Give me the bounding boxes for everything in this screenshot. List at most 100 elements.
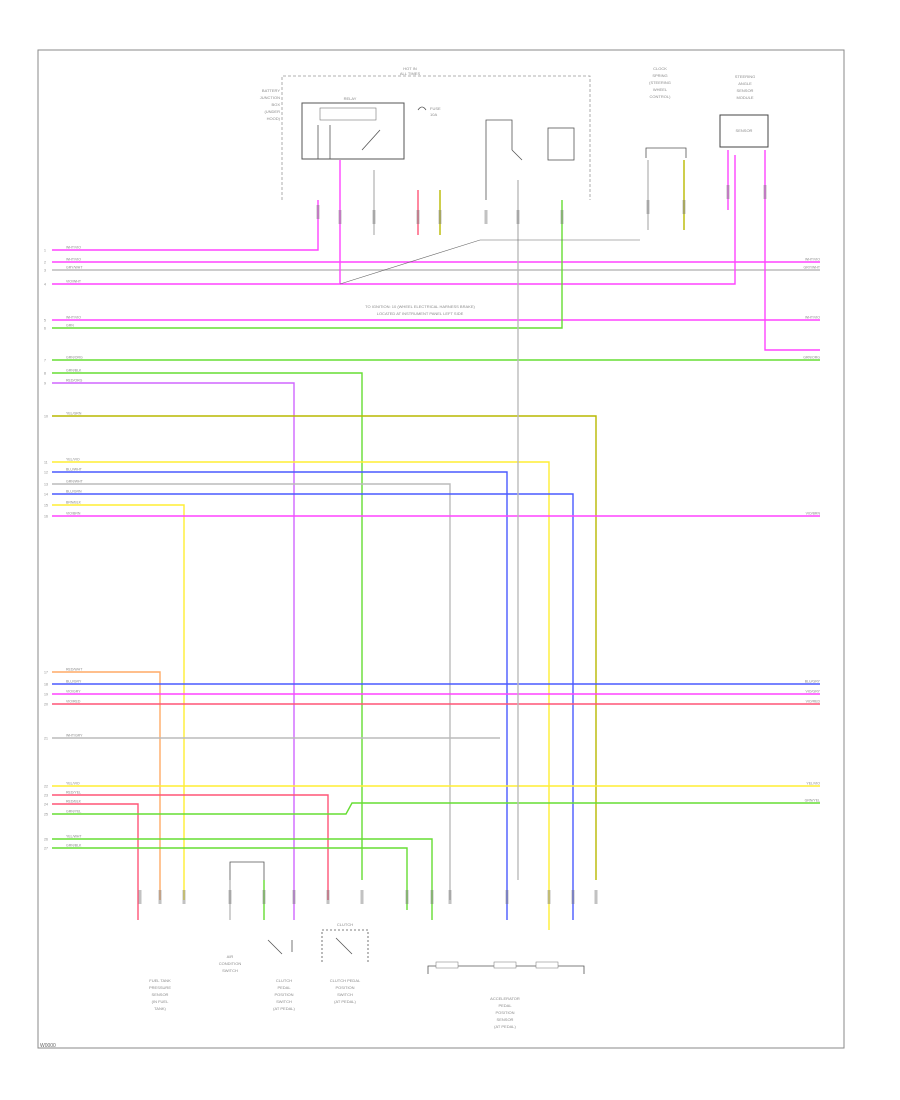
right-wire-label: GRN/YEL bbox=[805, 799, 820, 803]
wire-27 bbox=[52, 847, 408, 910]
left-wire-label: YEL/WHT bbox=[66, 835, 82, 839]
wire-24 bbox=[52, 803, 139, 920]
right-wire-label: YEL/VIO bbox=[806, 782, 820, 786]
sensor-box-label: SENSOR bbox=[736, 128, 753, 133]
wire-11 bbox=[52, 461, 550, 930]
hot-title-2: ALL TIMES bbox=[400, 71, 421, 76]
left-pin-number: 10 bbox=[44, 415, 48, 419]
clutch-pedal-switch-2-label: CLUTCH PEDAL POSITION SWITCH (AT PEDAL) bbox=[330, 978, 361, 1004]
steering-angle-sensor: SENSOR bbox=[719, 114, 769, 148]
left-wire-label: BLU/WHT bbox=[66, 468, 83, 472]
svg-text:PEDAL: PEDAL bbox=[498, 1003, 512, 1008]
left-wire-label: GRN/ORG bbox=[66, 356, 83, 360]
left-wire-label: BLU/GRN bbox=[66, 490, 82, 494]
svg-text:CLUTCH PEDAL: CLUTCH PEDAL bbox=[330, 978, 361, 983]
left-pin-number: 15 bbox=[44, 504, 48, 508]
svg-text:ACCELERATOR: ACCELERATOR bbox=[490, 996, 520, 1001]
svg-text:AIR: AIR bbox=[227, 954, 234, 959]
wire-23 bbox=[52, 794, 329, 900]
connector-tag bbox=[448, 890, 452, 904]
connector-tag bbox=[228, 890, 232, 904]
clock-spring-label: CLOCK SPRING (STEERING WHEEL CONTROL) bbox=[649, 66, 671, 99]
left-pin-number: 25 bbox=[44, 813, 48, 817]
clutch-pedal-switch-2: CLUTCH bbox=[321, 922, 369, 962]
wire-15 bbox=[52, 504, 185, 900]
svg-text:PEDAL: PEDAL bbox=[277, 985, 291, 990]
svg-text:(AT PEDAL): (AT PEDAL) bbox=[273, 1006, 295, 1011]
svg-text:(IN FUEL: (IN FUEL bbox=[152, 999, 169, 1004]
svg-text:BOX: BOX bbox=[272, 102, 281, 107]
connector-tag bbox=[505, 890, 509, 904]
left-pin-number: 24 bbox=[44, 803, 48, 807]
svg-text:SPRING: SPRING bbox=[652, 73, 667, 78]
wire-1 bbox=[52, 200, 319, 251]
svg-text:SWITCH: SWITCH bbox=[276, 999, 292, 1004]
connector-tag bbox=[484, 210, 488, 224]
left-pin-number: 3 bbox=[44, 269, 46, 273]
svg-text:POSITION: POSITION bbox=[495, 1010, 514, 1015]
left-wire-label: RED/YEL bbox=[66, 791, 81, 795]
svg-text:MODULE: MODULE bbox=[736, 95, 753, 100]
left-pin-number: 11 bbox=[44, 461, 48, 465]
svg-text:SWITCH: SWITCH bbox=[337, 992, 353, 997]
svg-text:CONTROL): CONTROL) bbox=[650, 94, 672, 99]
left-pin-number: 8 bbox=[44, 372, 46, 376]
wire-6 bbox=[52, 200, 563, 329]
connector-tag bbox=[138, 890, 142, 904]
left-pin-number: 17 bbox=[44, 671, 48, 675]
connector-tag bbox=[646, 200, 650, 214]
left-pin-number: 23 bbox=[44, 794, 48, 798]
wire-17 bbox=[52, 671, 161, 900]
right-pin-labels: WHT/VIOGRY/WHTWHT/VIOGRN/ORGVIO/BRNBLU/G… bbox=[803, 258, 821, 803]
connector-tag bbox=[430, 890, 434, 904]
wire-9 bbox=[52, 382, 295, 920]
fuse-symbol: FUSE 10A bbox=[417, 106, 441, 117]
wire-harness bbox=[52, 150, 820, 930]
air-condition-switch bbox=[229, 861, 265, 880]
left-wire-label: GRN/BLK bbox=[66, 844, 82, 848]
left-pin-number: 9 bbox=[44, 382, 46, 386]
connector-tag bbox=[416, 210, 420, 224]
center-relay-switch bbox=[485, 119, 575, 200]
svg-text:WHEEL: WHEEL bbox=[653, 87, 668, 92]
svg-text:HOOD): HOOD) bbox=[267, 116, 281, 121]
right-wire-label: VIO/BRN bbox=[806, 512, 821, 516]
steering-angle-sensor-label: STEERING ANGLE SENSOR MODULE bbox=[735, 74, 755, 100]
connector-tag bbox=[262, 890, 266, 904]
svg-text:POSITION: POSITION bbox=[274, 992, 293, 997]
wire-12 bbox=[52, 471, 508, 920]
left-pin-number: 26 bbox=[44, 838, 48, 842]
left-wire-label: YEL/GRN bbox=[66, 412, 82, 416]
svg-text:CLOCK: CLOCK bbox=[653, 66, 667, 71]
left-pin-number: 6 bbox=[44, 327, 46, 331]
left-pin-number: 12 bbox=[44, 471, 48, 475]
left-pin-number: 4 bbox=[44, 283, 46, 287]
clutch-switch-caption: CLUTCH bbox=[337, 922, 353, 927]
left-wire-label: GRN/BLK bbox=[66, 369, 82, 373]
connector-tag bbox=[360, 890, 364, 904]
left-wire-label: VIO/BRN bbox=[66, 512, 81, 516]
connector-tag bbox=[763, 185, 767, 199]
clutch-pedal-switch-1-label: CLUTCH PEDAL POSITION SWITCH (AT PEDAL) bbox=[273, 978, 295, 1011]
diagram-id: W0000 bbox=[40, 1043, 56, 1049]
clutch-pedal-switch-1 bbox=[267, 939, 293, 955]
svg-text:(AT PEDAL): (AT PEDAL) bbox=[494, 1024, 516, 1029]
connector-tag bbox=[292, 890, 296, 904]
hot-at-all-times-block: HOT IN ALL TIMES bbox=[281, 66, 591, 200]
fuse-caption-2: 10A bbox=[430, 112, 437, 117]
relay-module: RELAY bbox=[301, 96, 405, 160]
left-wire-label: BLU/GRY bbox=[66, 680, 82, 684]
accelerator-pedal-sensor bbox=[427, 961, 585, 974]
connector-tag bbox=[316, 205, 320, 219]
left-pin-number: 20 bbox=[44, 703, 48, 707]
left-pin-number: 19 bbox=[44, 693, 48, 697]
connector-tag bbox=[338, 210, 342, 224]
signal-ground-line bbox=[339, 239, 640, 285]
battery-junction-box-label: BATTERY JUNCTION BOX (UNDER HOOD) bbox=[260, 88, 281, 121]
left-pin-number: 1 bbox=[44, 249, 46, 253]
left-wire-label: WHT/VIO bbox=[66, 316, 81, 320]
connector-tag bbox=[726, 185, 730, 199]
svg-text:SENSOR: SENSOR bbox=[152, 992, 169, 997]
connector-tag bbox=[682, 200, 686, 214]
